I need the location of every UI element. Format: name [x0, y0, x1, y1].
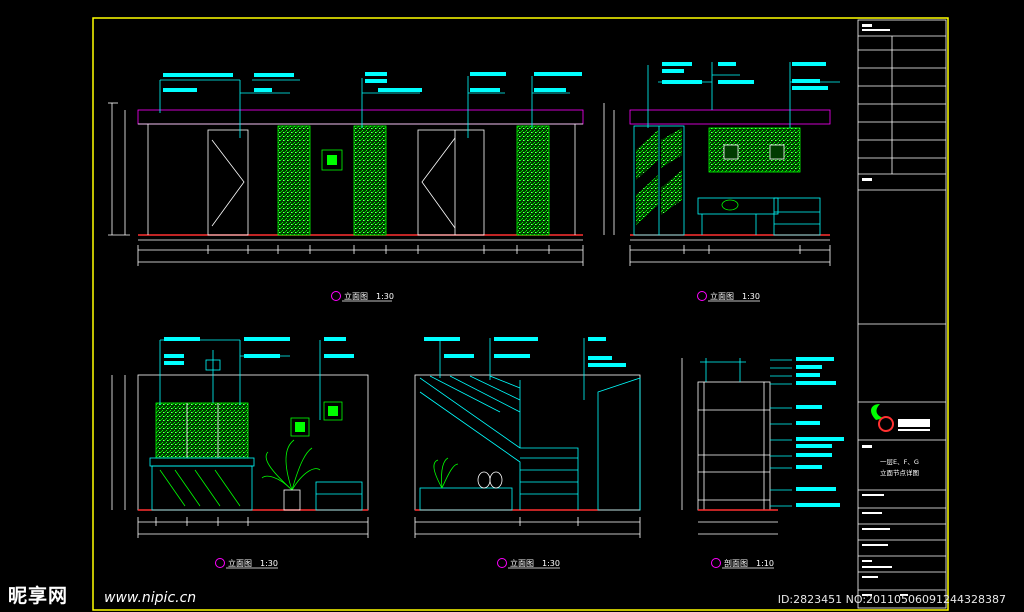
view-label-e-text: 剖面图 — [724, 558, 748, 568]
view-label-c-scale: 1:30 — [260, 559, 278, 568]
elevation-c — [111, 337, 369, 538]
view-label-b: 立面图 1:30 — [697, 291, 760, 302]
drawing-frame — [92, 17, 949, 611]
view-label-a: 立面图 1:30 — [331, 291, 394, 302]
elevation-d — [414, 337, 641, 538]
view-label-d-scale: 1:30 — [542, 559, 560, 568]
company-logo-icon — [871, 404, 930, 432]
view-label-e: 剖面图 1:10 — [711, 558, 774, 569]
view-label-b-scale: 1:30 — [742, 292, 760, 301]
view-label-a-scale: 1:30 — [376, 292, 394, 301]
elevation-b — [603, 62, 840, 266]
view-label-d-text: 立面图 — [510, 558, 534, 568]
view-label-d: 立面图 1:30 — [497, 558, 560, 569]
watermark-url: www.nipic.cn — [104, 590, 197, 606]
project-line-2: 立面节点详图 — [880, 468, 919, 477]
view-label-a-text: 立面图 — [344, 291, 368, 301]
title-block — [857, 19, 947, 609]
view-label-e-scale: 1:10 — [756, 559, 774, 568]
elevation-a — [108, 72, 584, 266]
watermark-site-name: 昵享网 — [8, 585, 69, 607]
view-label-b-text: 立面图 — [710, 291, 734, 301]
section-e — [681, 357, 844, 535]
watermark-image-id: ID:2823451 NO:20110506091244328387 — [777, 593, 1006, 606]
view-label-c: 立面图 1:30 — [215, 558, 278, 569]
view-label-c-text: 立面图 — [228, 558, 252, 568]
project-line-1: 一层E、F、G — [880, 458, 919, 466]
